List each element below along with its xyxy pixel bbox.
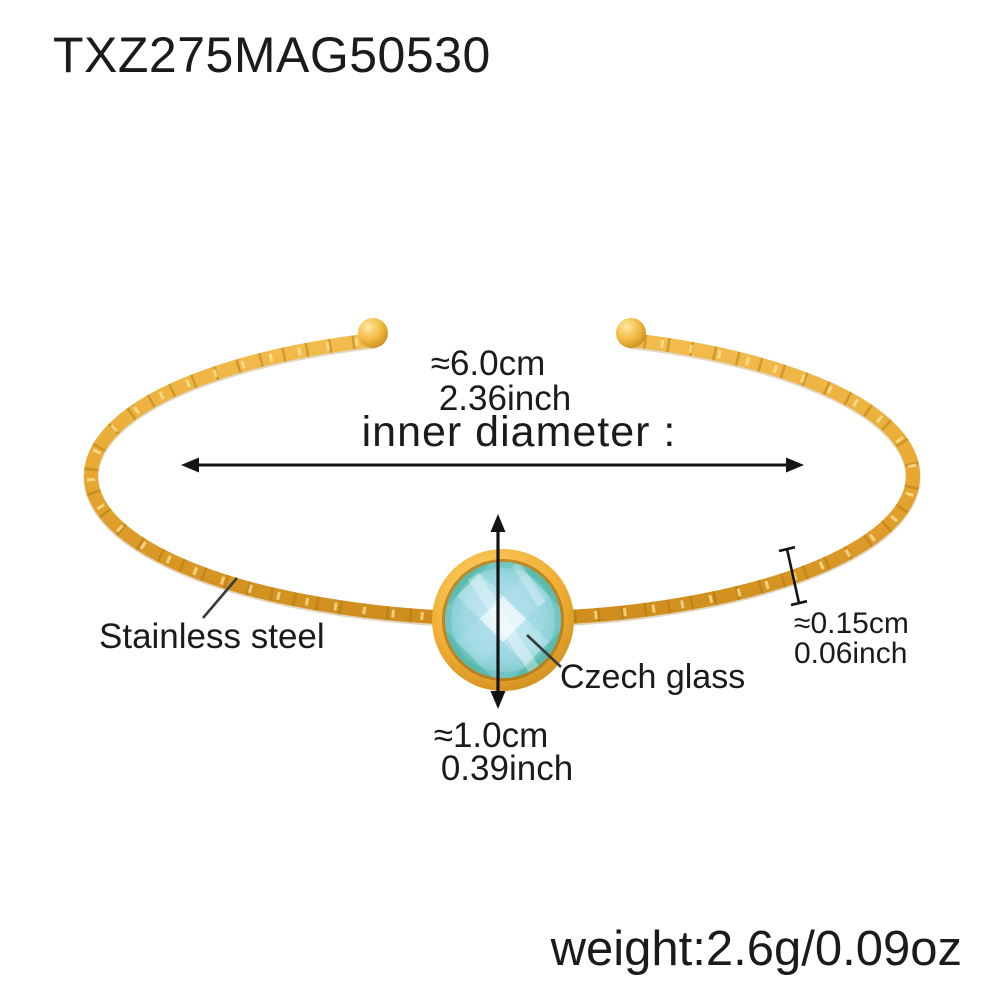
inner-diameter-imperial: 2.36inch <box>438 379 572 418</box>
arrow-head-up-icon <box>490 514 506 532</box>
thickness-gauge <box>778 545 808 607</box>
arrow-head-left-icon <box>181 457 199 473</box>
inner-diameter-metric: ≈6.0cm <box>430 344 546 383</box>
bangle-band-glints <box>87 336 917 623</box>
bangle-ball-left <box>358 318 388 348</box>
inner-diameter-arrow <box>181 457 804 473</box>
band-material-label: Stainless steel <box>99 617 325 656</box>
arrow-head-down-icon <box>490 691 506 709</box>
thickness-imperial: 0.06inch <box>794 637 908 670</box>
inner-diameter-label: inner diameter : <box>361 408 677 456</box>
stone-height-imperial: 0.39inch <box>440 749 574 788</box>
stone <box>432 549 574 691</box>
stone-height-arrow <box>490 514 506 709</box>
product-code: TXZ275MAG50530 <box>53 27 491 83</box>
czech-glass-pointer <box>526 634 562 668</box>
stainless-steel-pointer <box>202 577 238 619</box>
thickness-metric: ≈0.15cm <box>794 607 909 640</box>
dimension-arrows <box>181 457 808 709</box>
arrow-head-right-icon <box>786 457 804 473</box>
weight-label: weight:2.6g/0.09oz <box>550 922 962 976</box>
bangle-ball-right <box>616 318 646 348</box>
stone-material-label: Czech glass <box>560 658 746 696</box>
stone-height-metric: ≈1.0cm <box>433 716 549 755</box>
